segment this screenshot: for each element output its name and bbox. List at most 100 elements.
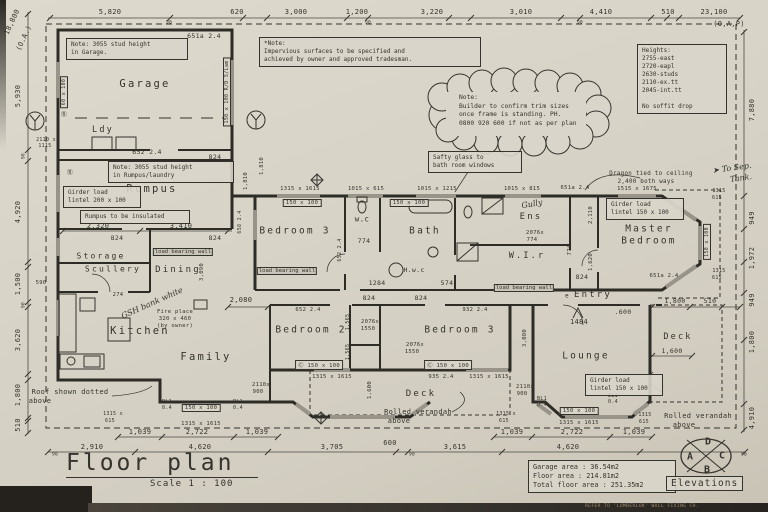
dim-label: 2076x bbox=[525, 230, 545, 236]
dim-label: (O,A,P) bbox=[713, 20, 745, 28]
note-line: lintel 150 x 100 bbox=[590, 385, 648, 392]
shower bbox=[456, 242, 479, 262]
note-line: Note: 3055 stud height bbox=[71, 41, 151, 48]
note-line: achieved by owner and approved tradesman… bbox=[264, 56, 413, 63]
room-label-garage: Garage bbox=[119, 78, 171, 90]
note-line: Heights: bbox=[642, 47, 671, 54]
scan-shadow-bottom-left bbox=[0, 486, 92, 512]
dim-label: 1,600 bbox=[661, 347, 683, 355]
dim-label: 1315 x 1615 bbox=[469, 374, 509, 380]
room-label-kitchen: Kitchen bbox=[110, 325, 170, 337]
dim-label: 2,110 bbox=[588, 205, 594, 225]
dim-label: 651a 2.4 bbox=[187, 32, 221, 40]
dim-label: 1,800 bbox=[664, 297, 686, 305]
room-label-storage: Storage bbox=[76, 251, 126, 261]
dim-label: 1,039 bbox=[245, 428, 269, 436]
dim-label: 615 bbox=[105, 418, 115, 424]
dim-label: 652 2.4 bbox=[337, 238, 343, 262]
dim-label: 1,620 bbox=[588, 252, 594, 272]
dim-label: 510 bbox=[14, 418, 22, 432]
dim-label: 652 2.4 bbox=[295, 307, 321, 313]
room-label-deck-bottom: Deck bbox=[405, 389, 437, 399]
dim-label: 1315 x bbox=[496, 411, 516, 417]
dim-label: 0.4 bbox=[162, 405, 172, 411]
dim-label: 150 x 100 bbox=[389, 199, 429, 207]
dim-label: 1015 x 615 bbox=[347, 186, 385, 192]
dim-label: 774 bbox=[567, 244, 573, 256]
dim-label: 1015 x 815 bbox=[503, 186, 541, 192]
handwritten-note: Gully bbox=[520, 197, 544, 211]
dim-label: 1,565 bbox=[345, 343, 351, 361]
total-floor-area-value: Total floor area : 251.35m2 bbox=[533, 481, 644, 489]
dim-label: 900 bbox=[516, 391, 528, 397]
room-label-master-1: Master bbox=[625, 223, 673, 235]
floor-area-value: Floor area : 214.81m2 bbox=[533, 472, 619, 480]
dim-label: 774 bbox=[357, 237, 371, 245]
dim-label: 1315 bbox=[638, 412, 652, 418]
dim-label: 4,620 bbox=[188, 443, 212, 451]
laundry-bench bbox=[115, 136, 137, 151]
note-line: *Note: bbox=[264, 40, 286, 47]
dim-label: 1,500 bbox=[14, 272, 22, 296]
dim-label: 1315 bbox=[712, 188, 726, 194]
laundry-bench bbox=[91, 136, 113, 151]
basin bbox=[427, 246, 439, 258]
dim-label: 615 bbox=[499, 418, 509, 424]
dim-label: (O.A.) bbox=[14, 24, 34, 52]
room-label-scullery: Scullery bbox=[84, 264, 142, 274]
stove bbox=[83, 355, 101, 368]
dim-label: 574 bbox=[440, 279, 454, 287]
note-line: 2630-studs bbox=[642, 71, 679, 78]
room-label-deck-right: Deck bbox=[663, 332, 693, 342]
room-label-ensuite: Ens bbox=[519, 212, 543, 222]
dim-label: 1015 x 1215 bbox=[417, 186, 457, 192]
note-line: 2045-int.tt bbox=[642, 87, 682, 94]
dim-label: 320 x 460 bbox=[158, 316, 192, 322]
dim-label: 4,920 bbox=[14, 200, 22, 224]
fixtures bbox=[25, 110, 663, 425]
dim-label: 90 bbox=[364, 20, 372, 26]
dim-label: load bearing wall bbox=[256, 267, 318, 275]
dim-label: 150 x 100 bbox=[282, 199, 322, 207]
dim-label: 3,010 bbox=[509, 8, 533, 16]
dim-label: 2,320 bbox=[86, 222, 110, 230]
sink bbox=[66, 356, 76, 366]
dim-label: 2,910 bbox=[80, 443, 104, 451]
kitchen-island bbox=[107, 317, 131, 342]
dim-label: 1,810 bbox=[243, 171, 249, 191]
dim-label: 150 x 100 bbox=[703, 224, 711, 260]
note-line: Girder load bbox=[590, 377, 630, 384]
toilet bbox=[357, 200, 367, 214]
elevation-letter-a: A bbox=[686, 451, 694, 463]
dim-label: Ⓒ 150 x 100 bbox=[424, 360, 472, 370]
walls-interior bbox=[58, 149, 662, 402]
dim-label: 150 x 100 bbox=[559, 407, 599, 415]
dim-label: load bearing wall bbox=[493, 284, 555, 292]
dim-label: 4,620 bbox=[556, 443, 580, 451]
hot-water-cylinder bbox=[388, 262, 404, 278]
dim-label: 23,100 bbox=[700, 8, 728, 16]
dim-label: 935 2.4 bbox=[428, 374, 454, 380]
dim-label: 90 bbox=[21, 301, 27, 309]
dim-label: 1315 x 1615 bbox=[559, 420, 599, 426]
dim-label: Ⓑ bbox=[60, 111, 68, 119]
dim-label: BL1 bbox=[233, 399, 243, 405]
dim-label: 824 bbox=[208, 234, 222, 242]
dim-label: 7,880 bbox=[748, 98, 756, 122]
note-line: lintel 150 x 100 bbox=[611, 209, 669, 216]
note-line: Girder load bbox=[611, 201, 651, 208]
dim-label: 2110 x bbox=[36, 137, 56, 143]
dim-label: 1550 bbox=[404, 349, 420, 355]
note-line: Impervious surfaces to be specified and bbox=[264, 48, 405, 55]
room-label-wc: w.c bbox=[354, 214, 370, 224]
dim-label: 824 bbox=[208, 153, 222, 161]
dim-label: load bearing wall bbox=[152, 248, 214, 256]
dim-label: 1315 x bbox=[103, 411, 123, 417]
dim-label: 1515 x 1675 bbox=[617, 186, 657, 192]
dim-label: above bbox=[672, 421, 696, 429]
